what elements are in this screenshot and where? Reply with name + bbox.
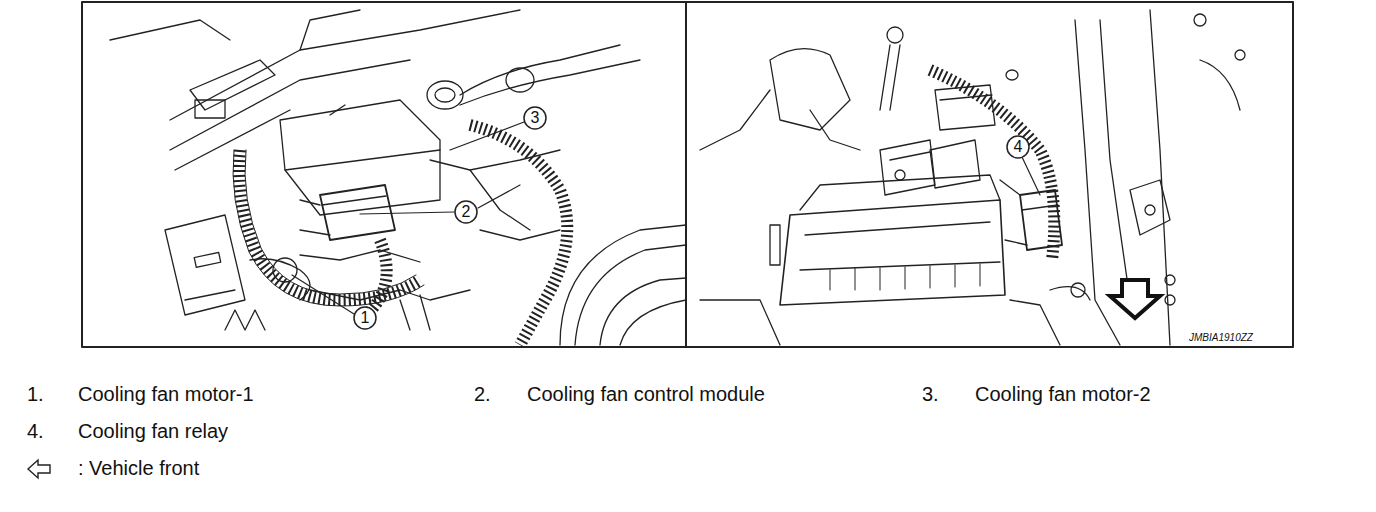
part-name: Cooling fan motor-2 (975, 383, 1151, 405)
panel-divider (685, 2, 687, 347)
engine-bay-left (110, 10, 686, 345)
callout-number: 2 (462, 203, 471, 221)
part-name: Cooling fan relay (78, 420, 228, 442)
callout-circle (354, 107, 1029, 329)
callout-number: 3 (531, 109, 540, 127)
drawing-code: JMBIA1910ZZ (1189, 332, 1253, 343)
callout-number: 4 (1014, 138, 1023, 156)
legend-text: : Vehicle front (78, 457, 199, 479)
front-arrow (1110, 280, 1160, 318)
list-number: 2. (474, 383, 491, 405)
engine-bay-right (700, 10, 1245, 345)
corrugated-harness (930, 70, 1054, 260)
corrugated-harness (239, 125, 567, 345)
list-number: 3. (922, 383, 939, 405)
part-name: Cooling fan control module (527, 383, 765, 405)
legend-arrow-icon (28, 460, 50, 478)
leader-line (292, 122, 1040, 314)
part-name: Cooling fan motor-1 (78, 383, 254, 405)
list-number: 1. (27, 383, 44, 405)
figure-frame (82, 2, 1293, 347)
callout-number: 1 (361, 309, 370, 327)
list-number: 4. (27, 420, 44, 442)
